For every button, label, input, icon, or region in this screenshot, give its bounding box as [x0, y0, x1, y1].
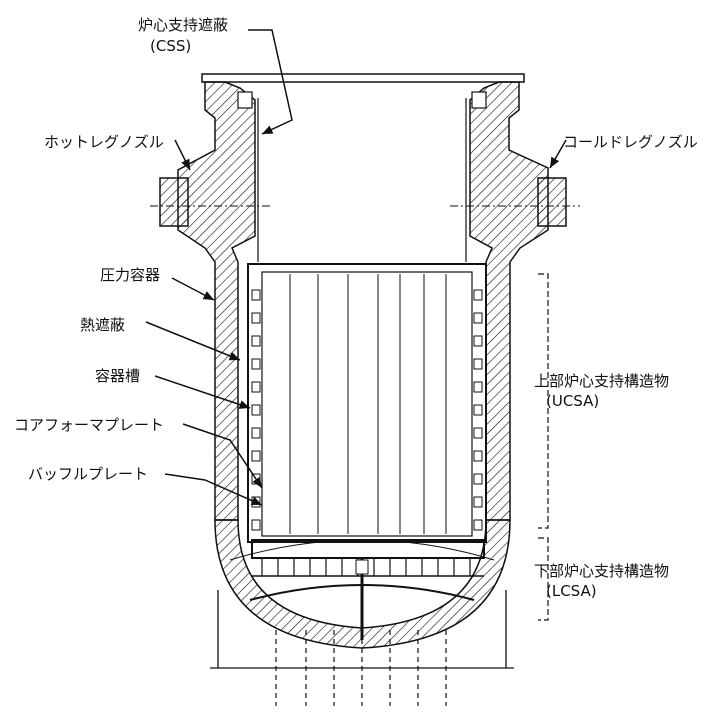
label-thermal-shield: 熱遮蔽	[80, 316, 126, 334]
fuel-assembly-lines	[289, 274, 447, 534]
leader-hot-leg	[174, 139, 191, 171]
label-lcsa: 下部炉心支持構造物	[534, 562, 670, 580]
former-plate	[251, 335, 261, 347]
lcsa-bracket	[538, 537, 549, 621]
leader-cold-leg	[549, 139, 567, 169]
former-plate	[251, 312, 261, 324]
core-barrel	[257, 98, 467, 262]
label-ucsa-abbr: (UCSA)	[546, 392, 600, 410]
leader-pressure-vessel	[171, 277, 215, 301]
former-plate	[473, 312, 483, 324]
label-css-abbr: (CSS)	[150, 37, 192, 55]
former-plate	[473, 473, 483, 485]
bottom-head	[210, 519, 514, 669]
leader-core-former	[182, 423, 263, 489]
former-plate	[251, 450, 261, 462]
instrument-penetrations	[275, 630, 447, 706]
core-region	[247, 263, 487, 543]
label-hot-leg: ホットレグノズル	[44, 133, 164, 151]
former-plates-left	[251, 289, 261, 531]
label-core-former-plate: コアフォーマプレート	[14, 416, 165, 434]
former-plate	[251, 404, 261, 416]
label-css: 炉心支持遮蔽	[138, 16, 229, 34]
left-vessel-upper	[150, 81, 272, 521]
former-plate	[473, 335, 483, 347]
former-plate	[251, 358, 261, 370]
former-plate	[473, 358, 483, 370]
label-vessel-tank: 容器槽	[95, 367, 141, 385]
former-plate	[473, 289, 483, 301]
lower-plate-holes	[261, 558, 471, 576]
former-plate	[251, 289, 261, 301]
former-plate	[473, 450, 483, 462]
leader-baffle	[164, 473, 263, 506]
former-plate	[473, 404, 483, 416]
leader-lines	[145, 29, 567, 506]
former-plates-right	[473, 289, 483, 531]
lower-core-plate	[251, 539, 485, 640]
leader-thermal-shield	[145, 321, 241, 361]
right-vessel-upper	[450, 81, 580, 521]
label-ucsa: 上部炉心支持構造物	[534, 372, 670, 390]
leader-vessel-tank	[154, 375, 251, 409]
former-plate	[473, 381, 483, 393]
label-pressure-vessel: 圧力容器	[100, 266, 161, 284]
former-plate	[251, 381, 261, 393]
ucsa-bracket	[538, 273, 549, 529]
former-plate	[473, 427, 483, 439]
former-plate	[473, 519, 483, 531]
former-plate	[251, 519, 261, 531]
leader-css	[248, 29, 293, 135]
top-flange	[201, 73, 525, 83]
former-plate	[473, 496, 483, 508]
label-lcsa-abbr: (LCSA)	[546, 582, 597, 600]
label-cold-leg: コールドレグノズル	[563, 133, 698, 151]
label-baffle-plate: バッフルプレート	[28, 465, 149, 483]
former-plate	[251, 427, 261, 439]
